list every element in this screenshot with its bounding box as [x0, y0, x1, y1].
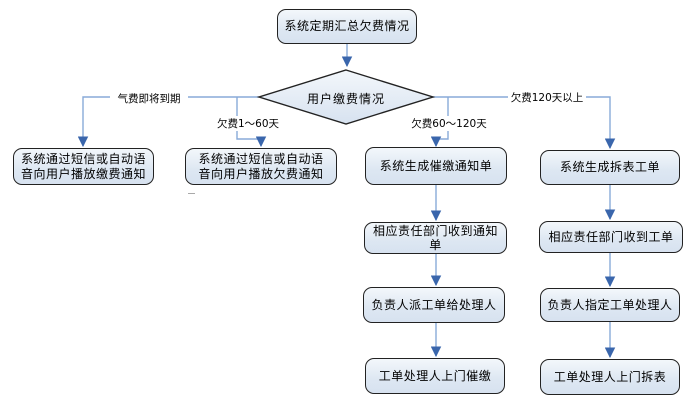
node-dept-receive-notice: 相应责任部门收到通知单	[364, 222, 507, 254]
label-branch-120-plus: 欠费120天以上	[508, 90, 586, 105]
stray-mark	[188, 193, 195, 194]
node-assign-worker-label: 负责人派工单给处理人	[371, 297, 497, 312]
decision-diamond	[256, 69, 436, 125]
node-generate-reminder-label: 系统生成催缴通知单	[379, 158, 493, 173]
node-dept-receive-notice-label: 相应责任部门收到通知单	[372, 224, 498, 252]
node-designate-handler: 负责人指定工单处理人	[540, 288, 680, 322]
node-door-reminder-label: 工单处理人上门催缴	[378, 368, 492, 383]
node-notify-payment: 系统通过短信或自动语音向用户播放缴费通知	[13, 148, 154, 185]
node-decision: 用户缴费情况	[262, 90, 430, 107]
label-branch-gas-due: 气费即将到期	[110, 91, 188, 106]
label-branch-60-120: 欠费60～120天	[408, 116, 490, 131]
node-dept-receive-order: 相应责任部门收到工单	[539, 221, 683, 253]
node-designate-handler-label: 负责人指定工单处理人	[547, 297, 673, 312]
node-decision-label: 用户缴费情况	[306, 92, 385, 106]
node-assign-worker: 负责人派工单给处理人	[363, 287, 505, 323]
label-branch-1-60: 欠费1～60天	[215, 116, 281, 131]
node-door-reminder: 工单处理人上门催缴	[365, 358, 505, 394]
node-start-label: 系统定期汇总欠费情况	[284, 19, 410, 33]
node-notify-arrears: 系统通过短信或自动语音向用户播放欠费通知	[185, 148, 337, 185]
node-generate-reminder: 系统生成催缴通知单	[365, 147, 507, 185]
connector-branch-120-plus	[433, 96, 616, 150]
connector-branch-gas-due	[77, 96, 259, 148]
node-generate-removal-order: 系统生成拆表工单	[540, 150, 680, 185]
node-dept-receive-order-label: 相应责任部门收到工单	[548, 229, 674, 244]
node-notify-arrears-label: 系统通过短信或自动语音向用户播放欠费通知	[198, 151, 324, 181]
node-door-removal-label: 工单处理人上门拆表	[553, 369, 667, 384]
node-notify-payment-label: 系统通过短信或自动语音向用户播放缴费通知	[20, 151, 146, 181]
node-start: 系统定期汇总欠费情况	[277, 9, 417, 44]
node-door-removal: 工单处理人上门拆表	[540, 359, 680, 395]
node-generate-removal-order-label: 系统生成拆表工单	[559, 160, 660, 174]
